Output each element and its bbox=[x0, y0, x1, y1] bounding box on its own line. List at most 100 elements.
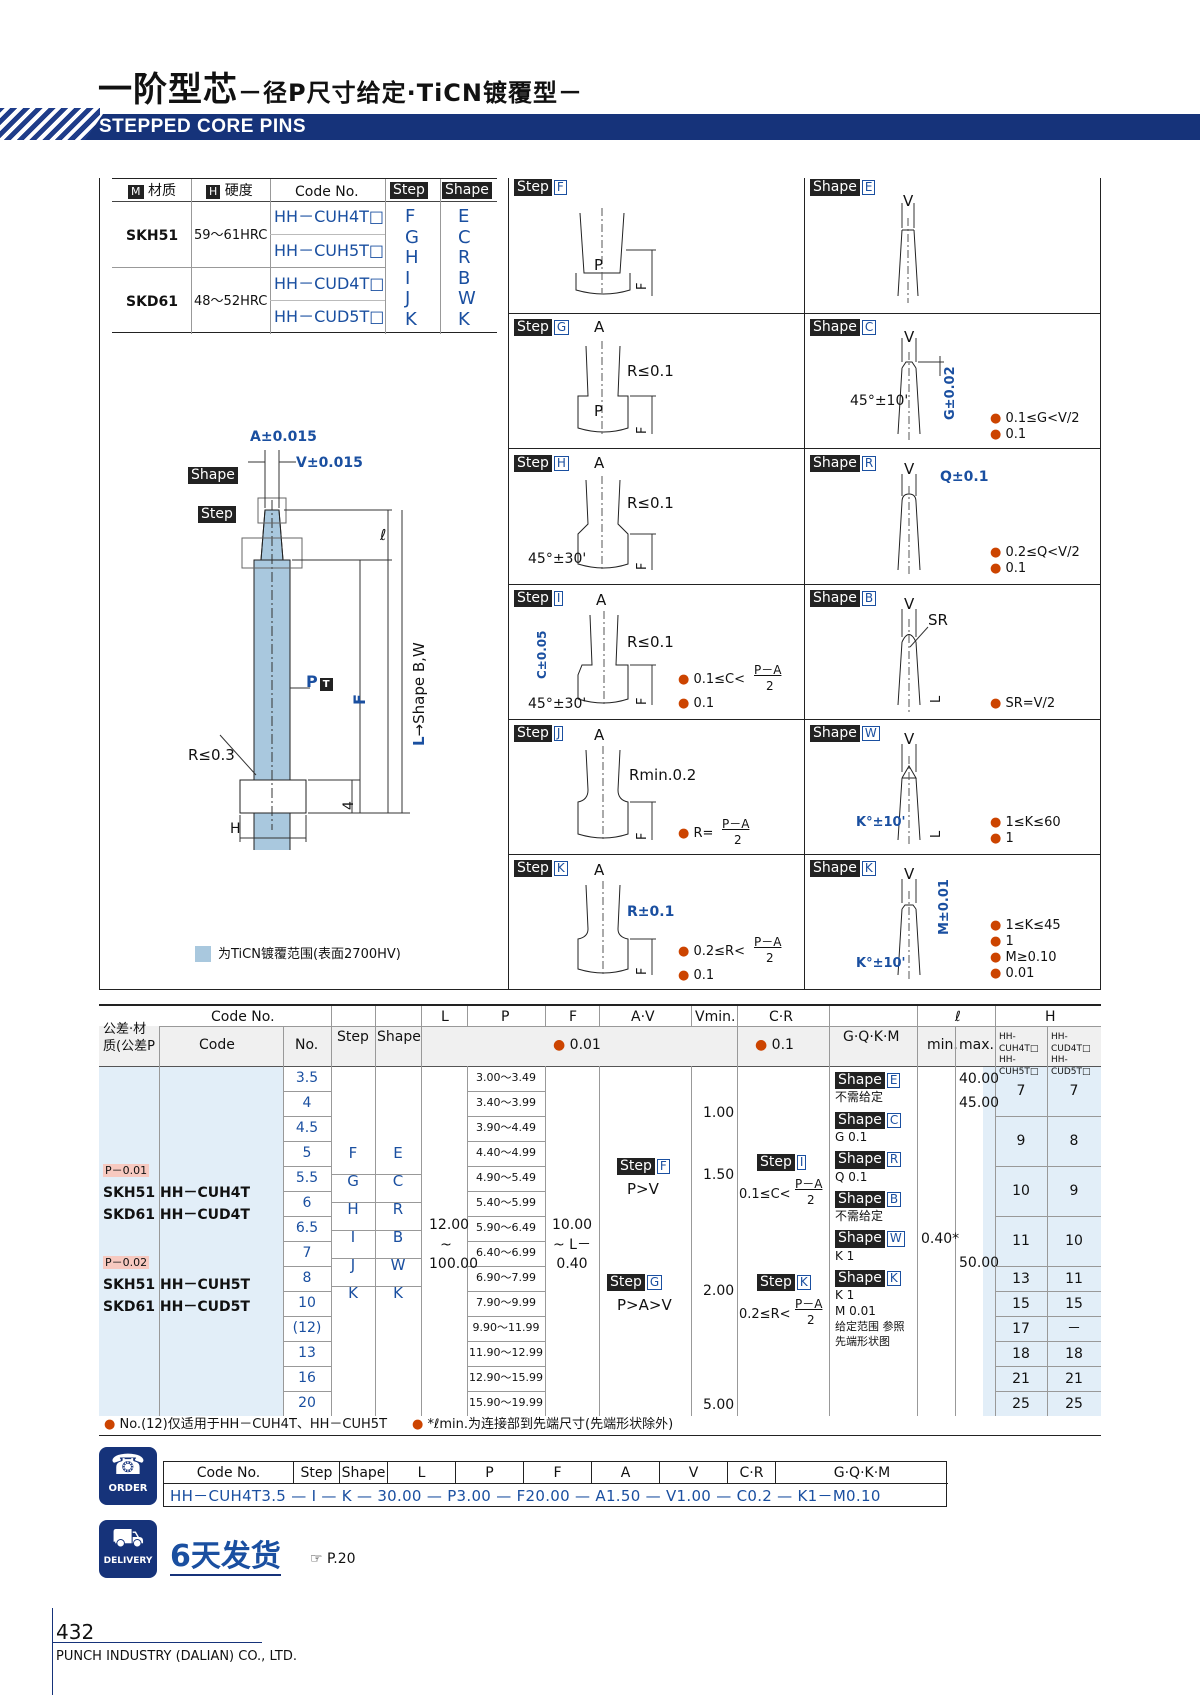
code-text: SKH51 HH－CUH4T bbox=[103, 1185, 251, 1201]
h-h1: HH-CUH4T□ HH-CUH5T□ bbox=[999, 1032, 1039, 1078]
header-band bbox=[0, 108, 1200, 140]
tol-p-002: P－0.02 bbox=[103, 1256, 150, 1269]
h2col-cell: 25 bbox=[1065, 1395, 1083, 1412]
shapes-cell: R bbox=[392, 1200, 404, 1218]
step-tag: Step bbox=[514, 179, 552, 197]
h1col-cell: 9 bbox=[1016, 1133, 1026, 1149]
order-header-cell: V bbox=[660, 1462, 728, 1484]
material-table: M 材质 H 硬度 Code No. Step Shape SKH51 59～6… bbox=[112, 178, 497, 334]
order-header-cell: Shape bbox=[340, 1462, 388, 1484]
note-text: 0.1 bbox=[1005, 427, 1027, 442]
frac-den: 2 bbox=[766, 951, 774, 965]
h1col-cell: 17 bbox=[1012, 1320, 1030, 1337]
h-step: Step bbox=[337, 1029, 369, 1045]
frac-den: 2 bbox=[807, 1193, 815, 1207]
a-label: A bbox=[594, 318, 605, 336]
h2col-cell: － bbox=[1067, 1320, 1081, 1337]
steps-cell: I bbox=[350, 1228, 356, 1246]
shape-callout: Shape bbox=[188, 467, 238, 485]
r-label: R≤0.1 bbox=[627, 633, 674, 651]
pvals-cell: 4.90～5.49 bbox=[476, 1171, 536, 1184]
h-tol-001: ● 0.01 bbox=[553, 1037, 601, 1053]
gqkm-k: K 1 bbox=[835, 1288, 855, 1303]
shape-tag: Shape bbox=[810, 590, 860, 608]
h1col-cell: 11 bbox=[1012, 1233, 1030, 1249]
header-stripes bbox=[0, 108, 100, 140]
steps-cell: F bbox=[348, 1144, 358, 1162]
core-pin-drawing bbox=[219, 450, 410, 911]
q-label: Q±0.1 bbox=[940, 469, 989, 485]
h-h: H bbox=[1045, 1009, 1056, 1025]
order-header-cell: A bbox=[592, 1462, 660, 1484]
nos-cell: 10 bbox=[298, 1295, 316, 1311]
shape-tag: Shape bbox=[835, 1151, 885, 1169]
nos-cell: 4 bbox=[302, 1095, 312, 1111]
k-label: K°±10' bbox=[856, 815, 906, 830]
c-note-2: ● 0.1 bbox=[990, 427, 1027, 442]
r-note-2: ● 0.1 bbox=[990, 561, 1027, 576]
row-sep-4 bbox=[508, 719, 1100, 720]
ell-min: 0.40* bbox=[921, 1231, 960, 1247]
shape-r-sketch bbox=[897, 474, 921, 577]
table-note-2: ● *ℓmin.为连接部到先端尺寸(先端形状除外) bbox=[412, 1417, 674, 1432]
h1col-cell: 21 bbox=[1012, 1370, 1030, 1387]
shape-tag: Shape bbox=[810, 455, 860, 473]
step-tag: Step bbox=[514, 455, 552, 473]
nos-cell: 5.5 bbox=[295, 1170, 319, 1186]
note-text: R= bbox=[693, 826, 714, 841]
shape-tag: Shape bbox=[810, 319, 860, 337]
pvals-cell: 6.90～7.99 bbox=[476, 1271, 536, 1284]
shape-tag: Shape bbox=[835, 1111, 885, 1129]
f-label: F bbox=[635, 967, 650, 975]
h-cr: C·R bbox=[769, 1009, 793, 1025]
h-h2: HH-CUD4T□ HH-CUD5T□ bbox=[1051, 1032, 1091, 1078]
shape-code: W bbox=[861, 726, 880, 742]
code-cuh5t: HH－CUH5T□ bbox=[274, 241, 385, 260]
step-header: Step bbox=[390, 182, 428, 200]
step-tag: Step bbox=[607, 1274, 645, 1292]
vmin-2: 1.50 bbox=[703, 1167, 735, 1183]
h-f: F bbox=[569, 1009, 578, 1025]
nos-cell: (12) bbox=[292, 1320, 322, 1336]
h1col-cell: 13 bbox=[1012, 1270, 1030, 1287]
steps-cell: H bbox=[347, 1200, 359, 1218]
h2col-cell: 15 bbox=[1065, 1295, 1083, 1312]
h-code: Code bbox=[199, 1037, 235, 1053]
steps-cell: K bbox=[348, 1284, 358, 1302]
hardness-header: H 硬度 bbox=[206, 183, 253, 200]
order-header-cell: Code No. bbox=[164, 1462, 294, 1484]
angle-label: 45°±30' bbox=[528, 696, 587, 712]
h-codeno: Code No. bbox=[211, 1009, 275, 1025]
tol-p-001: P－0.01 bbox=[103, 1164, 150, 1177]
step-tag: Step bbox=[514, 860, 552, 878]
vmin-3: 2.00 bbox=[703, 1283, 735, 1299]
k2-note-3: ● M≥0.10 bbox=[990, 950, 1057, 965]
r-label: R≤0.1 bbox=[627, 362, 674, 380]
delivery-ref[interactable]: ☞ P.20 bbox=[310, 1551, 356, 1567]
w-note-2: ● 1 bbox=[990, 831, 1014, 846]
shape-code: C bbox=[861, 320, 877, 336]
shape-tag: Shape bbox=[810, 725, 860, 743]
pvals-cell: 12.90～15.99 bbox=[469, 1371, 543, 1384]
shape-code: E bbox=[861, 180, 876, 196]
shape-tag: Shape bbox=[835, 1190, 885, 1209]
ticn-legend-text: 为TiCN镀覆范围(表面2700HV) bbox=[218, 947, 401, 962]
k2-note-4: ● 0.01 bbox=[990, 966, 1035, 981]
p-label: P bbox=[594, 402, 604, 420]
h-av: A·V bbox=[631, 1009, 655, 1025]
step-list: F G H I J K bbox=[405, 206, 419, 330]
step-j-sketch bbox=[577, 746, 656, 840]
pvals-cell: 3.40～3.99 bbox=[476, 1096, 536, 1109]
hardness-label: 硬度 bbox=[224, 183, 253, 199]
step-code: F bbox=[656, 1159, 670, 1175]
gqkm-c: G 0.1 bbox=[835, 1129, 868, 1144]
gqkm-r: Q 0.1 bbox=[835, 1169, 868, 1184]
angle-label: 45°±10' bbox=[850, 393, 909, 409]
note-text: *ℓmin.为连接部到先端尺寸(先端形状除外) bbox=[427, 1417, 674, 1432]
dim-h: H bbox=[230, 821, 241, 837]
